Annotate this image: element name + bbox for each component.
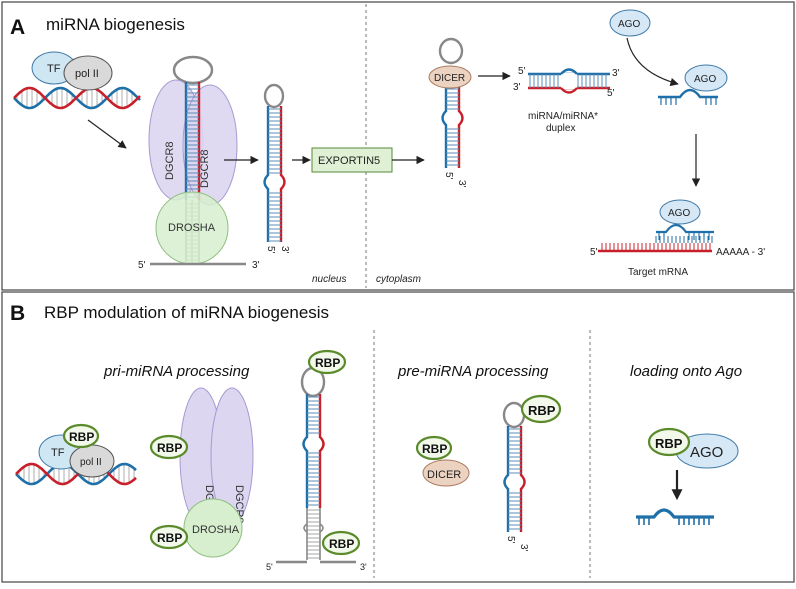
duplex-label-1: miRNA/miRNA* — [528, 111, 598, 122]
duplex-3-top: 3' — [612, 68, 620, 79]
dicer-5-a: 5' — [443, 172, 454, 180]
panel-a-title: miRNA biogenesis — [46, 15, 185, 34]
dgcr8-left-a-label: DGCR8 — [164, 141, 176, 180]
pre-5-a: 5' — [265, 246, 276, 254]
pri-mirna-b — [276, 366, 356, 564]
rbp-pre-label: RBP — [528, 403, 556, 418]
section-pri-processing: pri-miRNA processing — [103, 363, 250, 380]
rbp-ago-label: RBP — [655, 436, 683, 451]
rbp-dgcr8 — [149, 434, 189, 460]
pre-3-a: 3' — [279, 246, 290, 254]
rbp-dgcr8-label: RBP — [157, 441, 182, 455]
target-tail: AAAAA - 3' — [716, 247, 765, 258]
pre-mirna-a — [263, 83, 286, 242]
drosha-a-label: DROSHA — [168, 222, 216, 234]
target-5: 5' — [590, 247, 598, 258]
tf-a-label: TF — [47, 63, 61, 75]
dicer-a — [428, 65, 472, 89]
pri-3-b: 3' — [360, 562, 367, 572]
cytoplasm-label: cytoplasm — [376, 274, 421, 285]
panel-a-frame — [1, 1, 795, 291]
panel-a-letter: A — [10, 16, 25, 39]
rbp-drosha — [149, 524, 189, 550]
section-loading-ago: loading onto Ago — [630, 363, 742, 380]
pri-3-a: 3' — [252, 260, 260, 271]
rbp-hairpin-top-label: RBP — [315, 356, 340, 370]
section-pre-processing: pre-miRNA processing — [397, 363, 549, 380]
ago-loaded — [684, 64, 728, 92]
pol-ii-a — [63, 55, 113, 91]
arrow-ago-loading — [626, 37, 679, 87]
rbp-dicer — [415, 435, 453, 461]
ago-b-label: AGO — [690, 444, 723, 461]
duplex-3-bot: 3' — [513, 82, 521, 93]
pri-mirna-loop-a — [172, 55, 214, 85]
ago-loaded-label: AGO — [694, 74, 716, 85]
dicer-complex-a — [438, 37, 464, 168]
loaded-mirna-b — [636, 508, 714, 525]
dgcr8-right-a-label: DGCR8 — [199, 149, 211, 188]
pre-3-b: 3' — [518, 544, 529, 552]
rbp-ago — [647, 427, 691, 457]
pol-ii-b-label: pol II — [80, 457, 102, 468]
duplex-label-2: duplex — [546, 123, 575, 134]
panel-b-letter: B — [10, 302, 25, 325]
pri-5-b: 5' — [266, 562, 273, 572]
target-mrna-label: Target mRNA — [628, 267, 688, 278]
nucleus-label: nucleus — [312, 274, 346, 285]
rbp-drosha-label: RBP — [157, 531, 182, 545]
tf-b-label: TF — [51, 447, 65, 459]
dicer-b — [422, 459, 470, 487]
rbp-tf-label: RBP — [69, 430, 94, 444]
ago-free-label: AGO — [618, 19, 640, 30]
rbp-tf — [62, 423, 100, 449]
pol-ii-a-label: pol II — [75, 68, 99, 80]
dicer-3-a: 3' — [456, 180, 467, 188]
pre-mirna-b — [502, 401, 526, 532]
arrow-transcription — [87, 119, 127, 149]
pri-5-a: 5' — [138, 260, 146, 271]
ago-target-label: AGO — [668, 208, 690, 219]
dicer-b-label: DICER — [427, 469, 461, 481]
dna-helix-a — [13, 86, 141, 110]
drosha-b-label: DROSHA — [192, 524, 240, 536]
mirna-duplex — [528, 68, 610, 94]
ago-target — [659, 199, 701, 225]
ago-free — [609, 9, 651, 37]
panel-b-title: RBP modulation of miRNA biogenesis — [44, 303, 329, 322]
rbp-hairpin-bottom — [321, 530, 361, 556]
duplex-5-bot: 5' — [607, 88, 615, 99]
exportin5-label: EXPORTIN5 — [318, 155, 380, 167]
dicer-a-label: DICER — [434, 73, 465, 84]
rbp-dicer-label: RBP — [422, 442, 447, 456]
pre-5-b: 5' — [505, 536, 516, 544]
target-mrna — [598, 223, 714, 253]
rbp-hairpin-bottom-label: RBP — [329, 537, 354, 551]
rbp-pre — [520, 394, 562, 424]
microprocessor-a: DGCR8 DGCR8 DROSHA 5' 3' — [138, 55, 260, 271]
drosha-b — [183, 498, 243, 558]
rbp-hairpin-top — [307, 349, 347, 375]
loaded-mirna — [658, 88, 718, 105]
duplex-5-top: 5' — [518, 66, 526, 77]
